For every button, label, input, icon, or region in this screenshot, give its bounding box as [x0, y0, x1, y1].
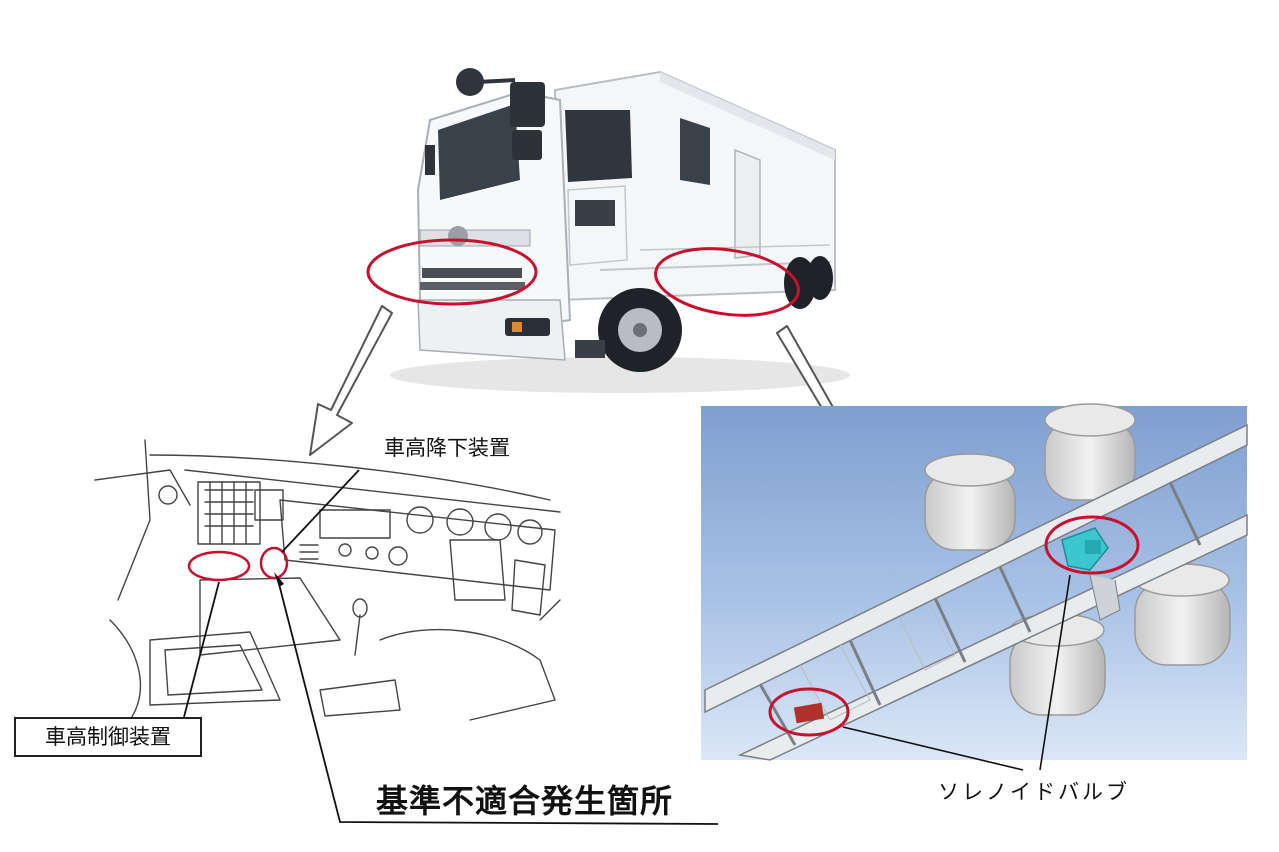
leader-lines-left [183, 469, 719, 825]
highlight-valve-upper [1044, 515, 1140, 575]
highlight-oval-side [654, 247, 800, 317]
nonconformity-location-label: 基準不適合発生箇所 [376, 782, 674, 820]
highlight-lowering-device [259, 546, 289, 580]
cab-interior-line-drawing [94, 439, 561, 721]
arrowhead-nonconformity [274, 572, 284, 587]
leader-lines-right [842, 574, 1071, 771]
lowering-device-label: 車高降下装置 [384, 436, 510, 460]
solenoid-valve-label: ソレノイドバルブ [938, 780, 1130, 804]
height-control-unit-label: 車高制御装置 [14, 717, 202, 757]
chassis-render [701, 403, 1248, 761]
highlight-oval-front [366, 238, 538, 306]
highlight-valve-lower [768, 687, 850, 737]
truck-illustration [366, 68, 850, 393]
highlight-control-unit [187, 550, 251, 582]
